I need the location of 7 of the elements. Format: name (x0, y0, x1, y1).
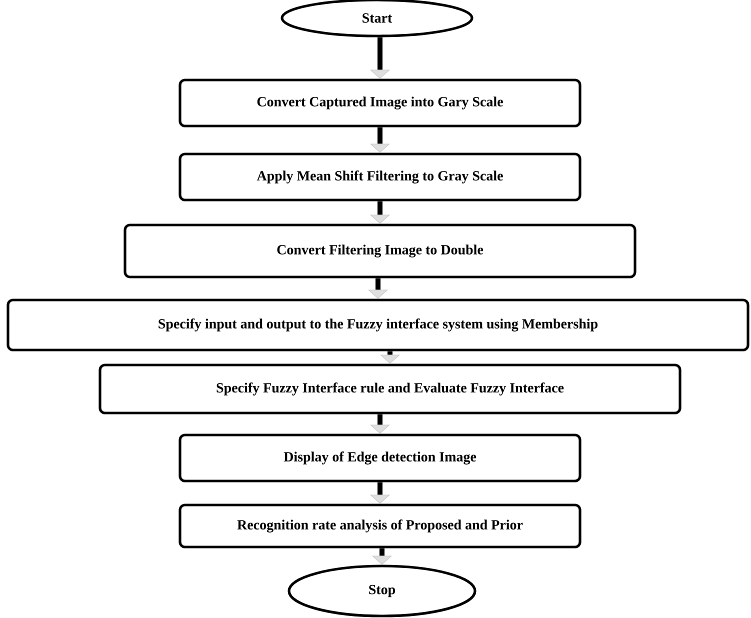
process-box: Display of Edge detection Image (178, 434, 582, 482)
process-box: Recognition rate analysis of Proposed and Prior (178, 504, 582, 548)
process-box: Specify Fuzzy Interface rule and Evaluate Fuzzy Interface (98, 364, 682, 414)
process-box: Specify input and output to the Fuzzy interface system using Membership (6, 298, 750, 352)
process-box: Convert Filtering Image to Double (124, 224, 636, 278)
process-box: Apply Mean Shift Filtering to Gray Scale (178, 152, 582, 202)
process-box: Convert Captured Image into Gary Scale (178, 78, 582, 128)
